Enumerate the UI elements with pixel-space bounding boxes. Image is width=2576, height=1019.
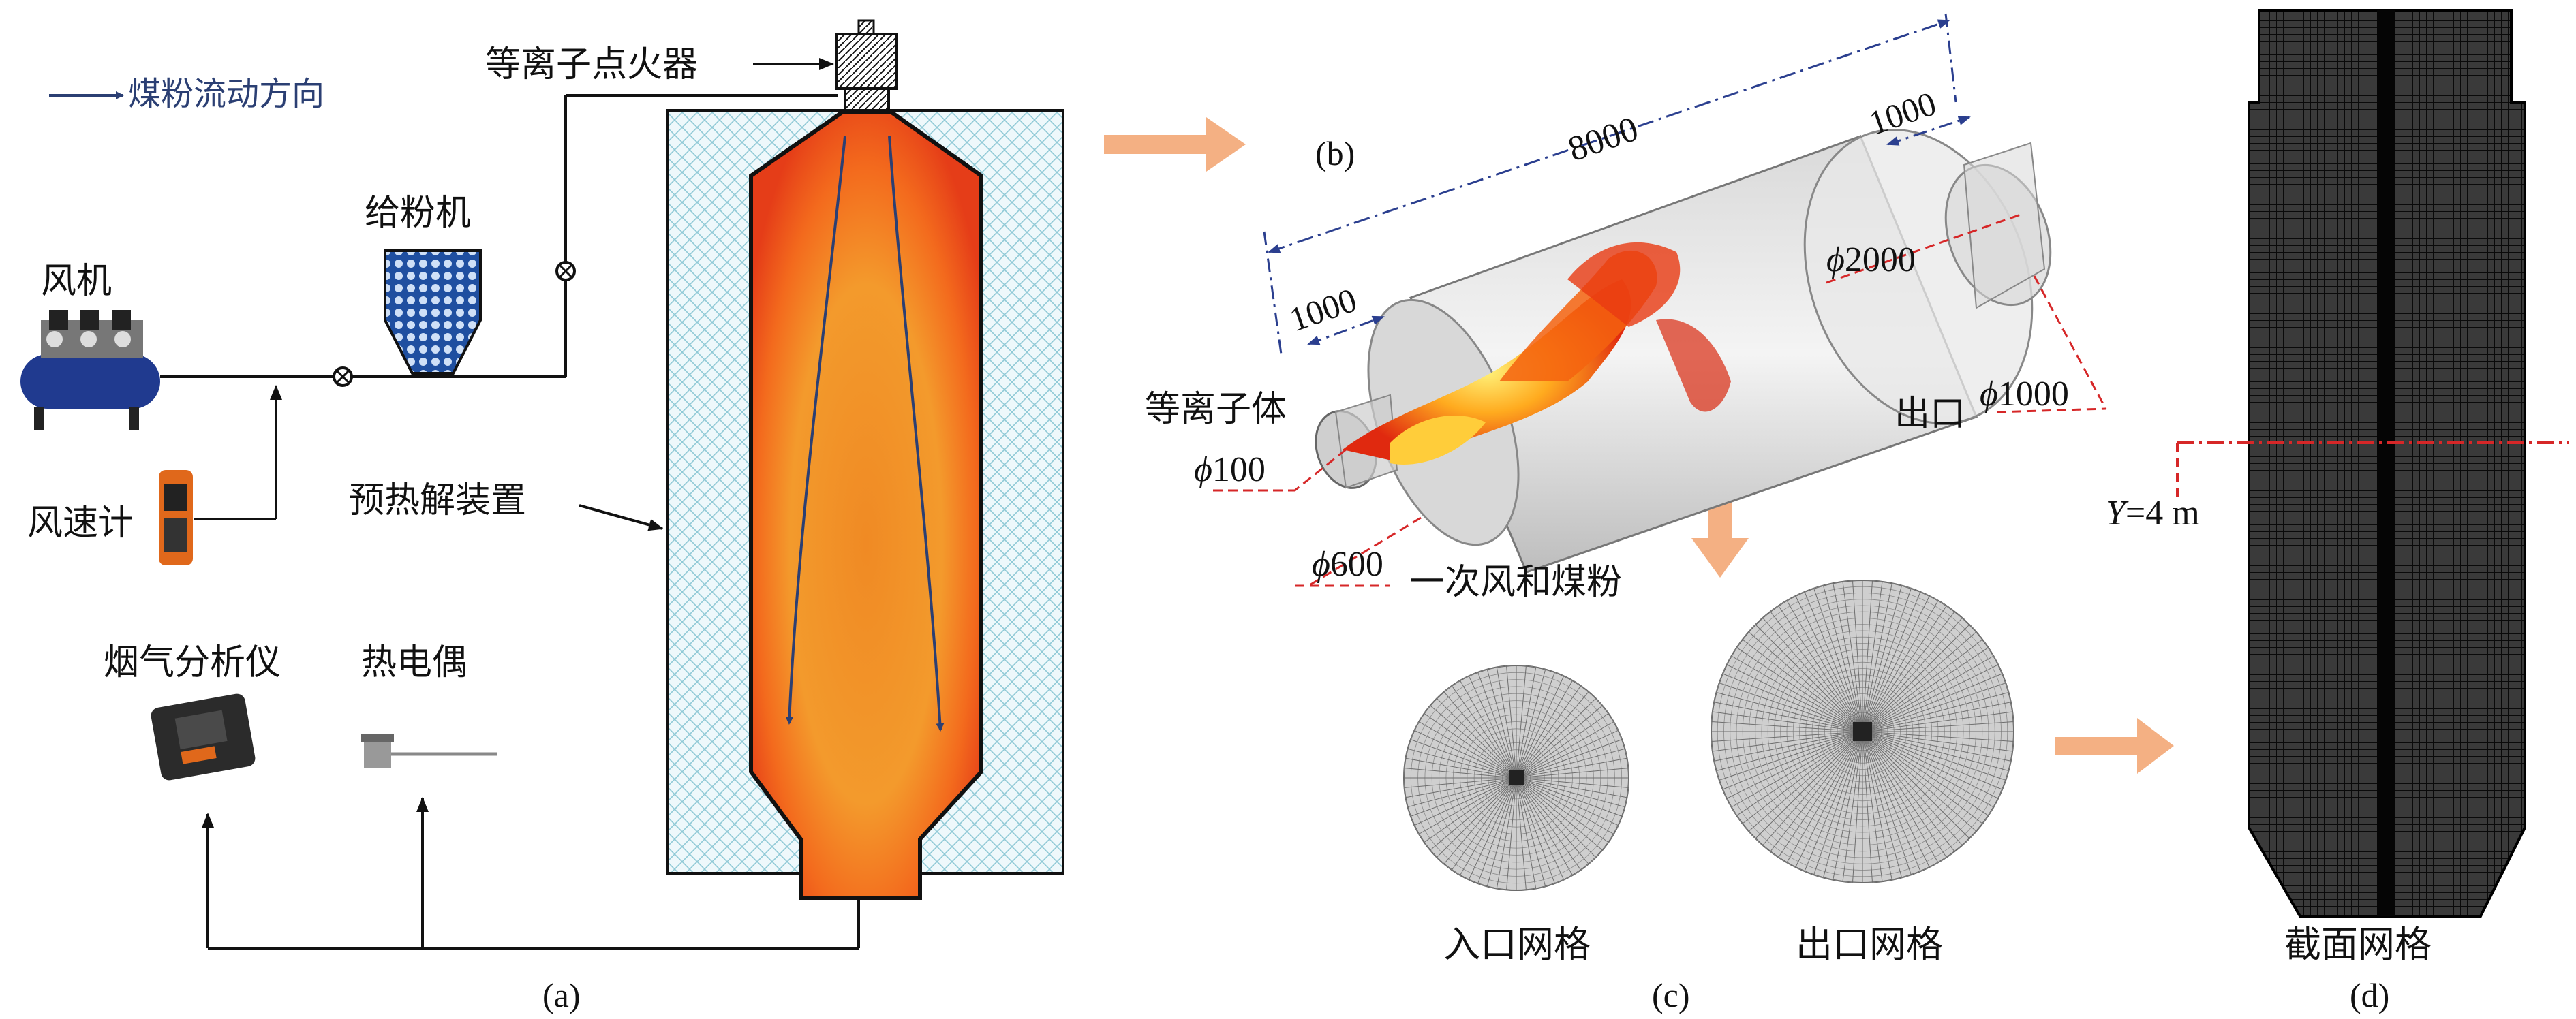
panel-b: (b) 8000 1000 1000: [1145, 13, 2107, 603]
panel-b-caption: (b): [1315, 134, 1355, 172]
igniter-cap: [857, 19, 875, 35]
feeder-hopper: [384, 249, 482, 375]
transition-arrow: [1104, 117, 1246, 172]
inlet-mesh-label: 入口网格: [1443, 923, 1591, 966]
panel-a: 煤粉流动方向 风机 风速计: [20, 19, 1064, 1014]
section-mesh-label: 截面网格: [2284, 923, 2432, 966]
dia-outlet-value: 1000: [1998, 375, 2069, 413]
panel-c-caption: (c): [1652, 976, 1690, 1014]
outlet-label: 出口: [1895, 394, 1965, 435]
phi-symbol: ϕ: [1194, 450, 1212, 489]
dim-length-label: 8000: [1563, 110, 1643, 170]
dia-plasma-value: 100: [1212, 450, 1266, 489]
plasma-label: 等离子体: [1145, 389, 1287, 430]
phi-symbol: ϕ: [1312, 545, 1330, 584]
preheater-pointer: [579, 504, 664, 531]
gas-analyzer-label: 烟气分析仪: [104, 642, 281, 683]
igniter-label: 等离子点火器: [485, 44, 698, 85]
transition-arrow: [2055, 718, 2174, 774]
outlet-mesh-label: 出口网格: [1796, 923, 1943, 966]
panel-d: Y=4 m 截面网格 (d): [2106, 9, 2569, 1014]
feeder-label: 给粉机: [365, 193, 471, 234]
dia-plasma-label: ϕ100: [1194, 450, 1266, 489]
valve-icon: [555, 261, 576, 281]
dia-body-label: ϕ2000: [1826, 240, 1916, 279]
igniter-neck: [844, 87, 890, 113]
section-mesh-centerline: [2377, 10, 2395, 916]
pipeline: [160, 94, 838, 520]
dim-inlet-length-label: 1000: [1285, 281, 1362, 339]
anemometer-label: 风速计: [27, 503, 134, 544]
panel-a-caption: (a): [542, 976, 581, 1014]
transition-arrow: [1691, 484, 1749, 578]
fan-label: 风机: [41, 261, 112, 302]
outlet-mesh: [1711, 580, 2014, 883]
dimension-lines: [1263, 13, 1971, 355]
dia-body-value: 2000: [1845, 240, 1916, 279]
primary-air-label: 一次风和煤粉: [1409, 562, 1622, 603]
panel-d-caption: (d): [2350, 976, 2389, 1014]
y-value: =4 m: [2126, 494, 2200, 533]
legend-label: 煤粉流动方向: [128, 75, 324, 113]
dia-inlet-label: ϕ600: [1312, 545, 1383, 584]
thermocouple-label: 热电偶: [361, 642, 467, 683]
preheater-chamber: [749, 110, 983, 900]
flame-plume: [1343, 242, 1731, 465]
preheater-label: 预热解装置: [349, 480, 526, 521]
y-variable: Y: [2106, 494, 2129, 533]
igniter-body: [835, 33, 898, 90]
outlet-tube: [1963, 142, 2046, 309]
thermocouple-icon: [361, 734, 497, 768]
dia-outlet-label: ϕ1000: [1980, 375, 2069, 413]
flow-line: [785, 136, 846, 725]
inlet-mesh: [1403, 665, 1629, 891]
dia-inlet-value: 600: [1330, 545, 1383, 584]
flow-line: [888, 136, 945, 732]
panel-c: 入口网格 出口网格 (c): [1403, 580, 2014, 1014]
anemometer-icon: [159, 470, 193, 565]
gas-analyzer-icon: [151, 693, 256, 781]
y-section-label: Y=4 m: [2106, 494, 2200, 533]
sampling-line: [202, 797, 860, 950]
phi-symbol: ϕ: [1980, 375, 1998, 413]
fan-icon: [20, 310, 160, 430]
diameter-leaders: [1213, 213, 2107, 587]
phi-symbol: ϕ: [1826, 240, 1845, 279]
valve-icon: [333, 366, 353, 387]
